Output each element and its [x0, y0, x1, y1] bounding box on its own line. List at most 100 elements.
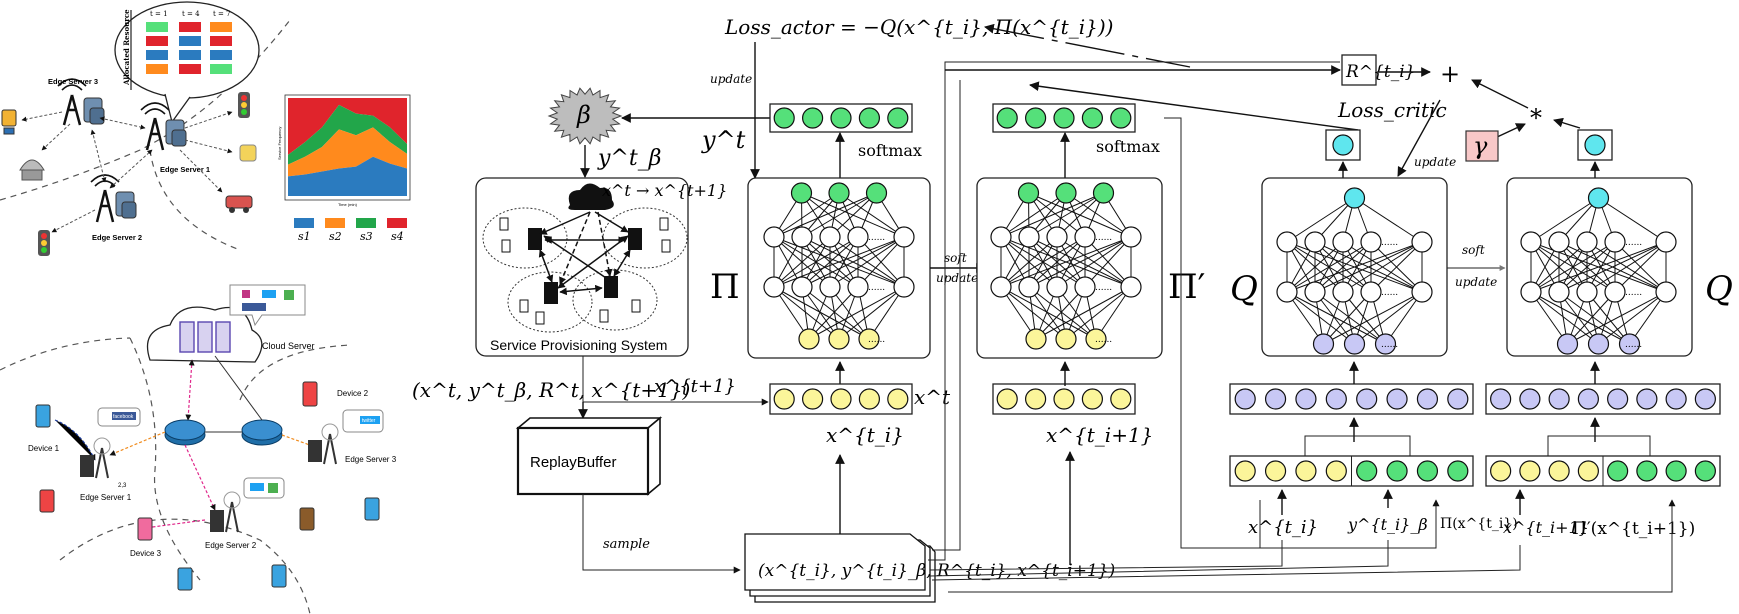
resource-block	[179, 50, 201, 60]
cloud-server-icon	[146, 306, 263, 363]
target-critic-concat-node	[1636, 460, 1658, 482]
resource-block	[179, 22, 201, 32]
network-edge	[1530, 291, 1630, 345]
edge-server-3-icon	[57, 78, 105, 126]
network-edge	[1286, 241, 1372, 293]
device-3-icon	[137, 517, 153, 541]
network-edge	[1056, 236, 1132, 288]
target-actor-output-node	[1053, 107, 1075, 129]
network-edge	[1314, 241, 1423, 293]
critic-concat-node	[1234, 460, 1256, 482]
resource-block	[146, 36, 168, 46]
target-actor-input-node	[996, 388, 1018, 410]
sample-to-critic-line	[929, 540, 1283, 571]
target-actor-input-node	[1081, 388, 1104, 410]
plus-sign: +	[1440, 60, 1460, 88]
network-node	[1374, 333, 1397, 355]
network-node	[1074, 226, 1096, 248]
edge-server-1-icon	[80, 437, 111, 479]
ellipsis-dots: ......	[868, 335, 885, 345]
ellipsis-dots: ......	[1095, 283, 1112, 293]
beta-label: β	[576, 101, 591, 129]
target-critic-input-node	[1665, 388, 1687, 410]
link	[185, 359, 195, 421]
critic-input-node	[1264, 388, 1287, 410]
beta-star-shape	[547, 87, 623, 145]
target-actor-output-layer	[992, 103, 1136, 133]
traffic-light-icon	[38, 230, 50, 256]
network-edge	[773, 236, 859, 288]
network-node	[1312, 333, 1335, 355]
critic-input-node	[1325, 388, 1347, 410]
network-node	[1548, 231, 1570, 253]
network-edge	[1035, 286, 1086, 340]
area-s4	[288, 98, 407, 155]
device-1-label: Device 1	[28, 444, 60, 453]
label-2-3: 2,3	[118, 483, 127, 489]
bottom-y-beta-label: y^{t_i}_β	[1347, 515, 1428, 534]
network-edge	[1035, 286, 1132, 340]
actor-output-node	[830, 107, 852, 129]
network-edge	[1286, 197, 1355, 243]
ellipsis-dots: ......	[1625, 340, 1642, 350]
network-node	[1655, 281, 1677, 303]
sps-label: Service Provisioning System	[490, 337, 667, 353]
network-node	[763, 276, 785, 298]
edge-server-3-label: Edge Server 3	[345, 455, 397, 464]
link	[99, 116, 146, 130]
network-edge	[773, 286, 840, 340]
network-node	[1304, 281, 1326, 303]
actor-output-node	[801, 107, 824, 129]
network-edge	[1323, 291, 1423, 345]
update-label-critic: update	[1414, 155, 1456, 169]
times-sign: *	[1530, 104, 1542, 132]
link	[109, 431, 166, 456]
actor-input-node	[773, 388, 795, 410]
traffic-light-icon	[238, 92, 250, 118]
twitter-label: twitter	[362, 418, 376, 424]
network-edge	[773, 236, 831, 288]
network-node	[1276, 231, 1298, 253]
network-edge	[808, 286, 859, 340]
network-edge	[1314, 291, 1386, 345]
critic-concat-node	[1325, 460, 1347, 482]
legend-swatch	[325, 218, 345, 228]
network-node	[1411, 231, 1433, 253]
region-boundary	[0, 337, 131, 371]
device-2-label: Device 2	[337, 389, 369, 398]
network-edge	[1000, 192, 1104, 238]
target-critic-input-layer	[1485, 383, 1721, 415]
resource-block	[146, 64, 168, 74]
network-edge	[773, 192, 840, 238]
network-edge	[1530, 197, 1599, 243]
rl-diagram: Loss_actor = −Q(x^{t_i}, Π(x^{t_i})) upd…	[412, 15, 1733, 603]
q-to-loss-actor-arrow	[1029, 81, 1359, 131]
network-node	[1055, 182, 1077, 204]
network-node	[1520, 281, 1542, 303]
network-node	[1018, 226, 1040, 248]
network-edge	[1065, 286, 1132, 340]
network-edge	[801, 192, 877, 238]
sample-document	[744, 533, 936, 603]
network-edge	[1558, 291, 1630, 345]
bottom-pi-prime-label: Π′(x^{t_i+1})	[1572, 519, 1695, 539]
target-q-to-times-arrow	[1553, 117, 1581, 129]
network-edge	[1000, 192, 1067, 238]
sample-to-ybeta-line	[929, 540, 1389, 577]
network-node	[798, 328, 820, 350]
edge-server-1-label: Edge Server 1	[160, 165, 210, 174]
legend-swatch	[356, 218, 376, 228]
network-edge	[1558, 291, 1599, 345]
sample-upper-line	[932, 80, 961, 551]
critic-input-node	[1447, 388, 1469, 410]
resource-block	[210, 50, 232, 60]
ellipsis-dots: ......	[868, 283, 885, 293]
soft-update-label-actor: update	[936, 271, 978, 285]
critic-network: ..................	[1276, 187, 1433, 355]
y-t-label: y^t	[701, 126, 746, 154]
target-critic-concat-node	[1607, 460, 1629, 482]
update-label-actor: update	[710, 72, 752, 86]
network-edge	[1028, 192, 1132, 238]
legend-swatch	[294, 218, 314, 228]
